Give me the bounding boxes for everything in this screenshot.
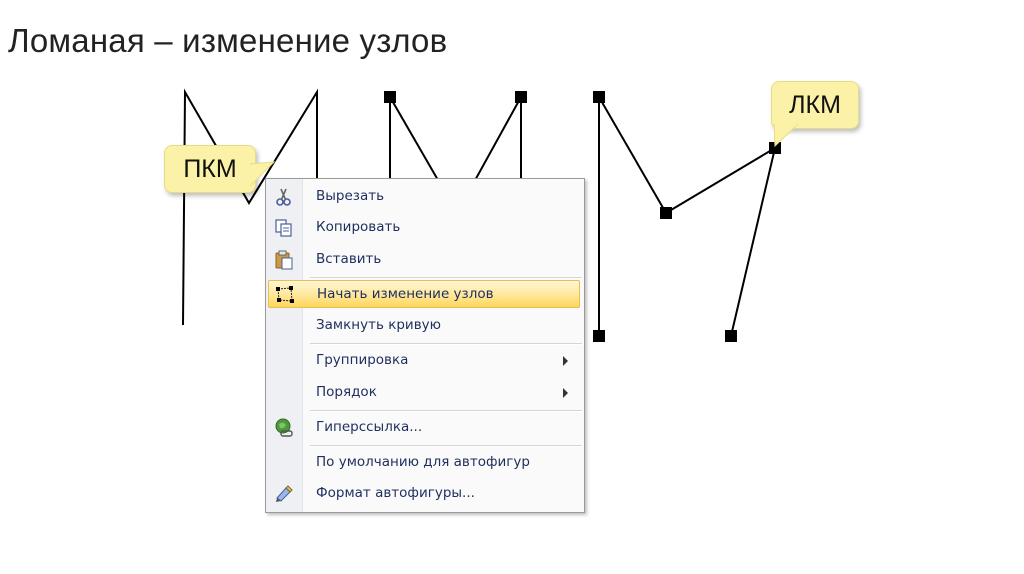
menu-item-grouping-label: Группировка	[316, 352, 409, 368]
submenu-arrow-icon	[563, 388, 568, 398]
menu-item-close-curve-label: Замкнуть кривую	[316, 317, 442, 333]
menu-separator	[310, 277, 582, 279]
edit-node[interactable]	[725, 330, 737, 342]
edit-node[interactable]	[593, 330, 605, 342]
menu-item-order[interactable]: Порядок	[268, 379, 580, 407]
menu-separator	[310, 343, 582, 345]
right-click-callout: ПКМ	[164, 145, 256, 193]
menu-item-cut[interactable]: Вырезать	[268, 183, 580, 211]
menu-item-copy-label: Копировать	[316, 219, 401, 235]
menu-item-edit-points[interactable]: Начать изменение узлов	[268, 280, 580, 308]
globe-link-icon	[275, 418, 293, 437]
menu-item-format-shape-label: Формат автофигуры...	[316, 485, 475, 501]
edit-node[interactable]	[660, 207, 672, 219]
left-click-callout-label: ЛКМ	[789, 91, 841, 119]
left-click-callout: ЛКМ	[771, 81, 859, 129]
menu-item-format-shape[interactable]: Формат автофигуры...	[268, 480, 580, 508]
menu-item-hyperlink-label: Гиперссылка...	[316, 419, 423, 435]
menu-item-hyperlink[interactable]: Гиперссылка...	[268, 414, 580, 442]
menu-item-paste-label: Вставить	[316, 251, 382, 267]
menu-separator	[310, 410, 582, 412]
context-menu: Вырезать Копировать Вставить Начать изме…	[265, 178, 585, 513]
edit-node[interactable]	[515, 91, 527, 103]
format-shape-icon	[276, 485, 293, 502]
menu-item-close-curve[interactable]: Замкнуть кривую	[268, 312, 580, 340]
menu-item-order-label: Порядок	[316, 384, 377, 400]
menu-separator	[310, 445, 582, 447]
edit-points-icon	[276, 286, 294, 303]
submenu-arrow-icon	[563, 356, 568, 366]
left-click-callout-pointer	[773, 124, 799, 148]
menu-item-copy[interactable]: Копировать	[268, 214, 580, 242]
scissors-icon	[276, 188, 291, 206]
menu-item-paste[interactable]: Вставить	[268, 246, 580, 274]
right-click-callout-label: ПКМ	[183, 155, 237, 183]
menu-item-cut-label: Вырезать	[316, 188, 385, 204]
menu-item-edit-points-label: Начать изменение узлов	[317, 286, 494, 302]
paste-icon	[275, 250, 293, 270]
edit-node[interactable]	[593, 91, 605, 103]
menu-item-set-default[interactable]: По умолчанию для автофигур	[268, 449, 580, 477]
edit-node[interactable]	[384, 91, 396, 103]
menu-item-set-default-label: По умолчанию для автофигур	[316, 454, 530, 470]
slide-title: Ломаная – изменение узлов	[8, 22, 448, 59]
polyline-with-nodes-2[interactable]	[598, 93, 777, 337]
edit-node[interactable]	[769, 142, 781, 154]
right-click-callout-pointer	[250, 161, 276, 187]
menu-item-grouping[interactable]: Группировка	[268, 347, 580, 375]
copy-icon	[275, 219, 292, 237]
